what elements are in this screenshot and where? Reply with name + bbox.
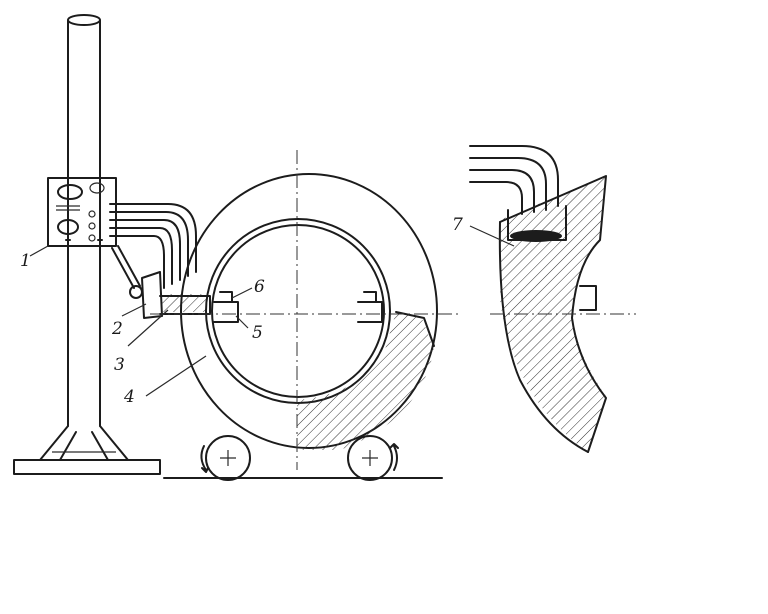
callout-leaders <box>29 225 515 397</box>
center-lines <box>150 150 462 470</box>
ring-workpiece <box>180 173 438 450</box>
callout-4: 4 <box>123 387 135 407</box>
callout-2: 2 <box>111 319 123 339</box>
support-rollers <box>163 435 443 481</box>
section-detail <box>469 145 636 453</box>
callout-7: 7 <box>452 215 463 235</box>
callout-1: 1 <box>20 251 31 271</box>
hose-bundle <box>109 203 197 289</box>
welding-column <box>13 14 161 475</box>
callout-3: 3 <box>114 355 125 375</box>
control-panel <box>47 177 117 247</box>
callout-5: 5 <box>252 323 263 343</box>
callout-labels: 1 2 3 4 5 6 7 <box>20 215 463 407</box>
callout-6: 6 <box>254 277 265 297</box>
